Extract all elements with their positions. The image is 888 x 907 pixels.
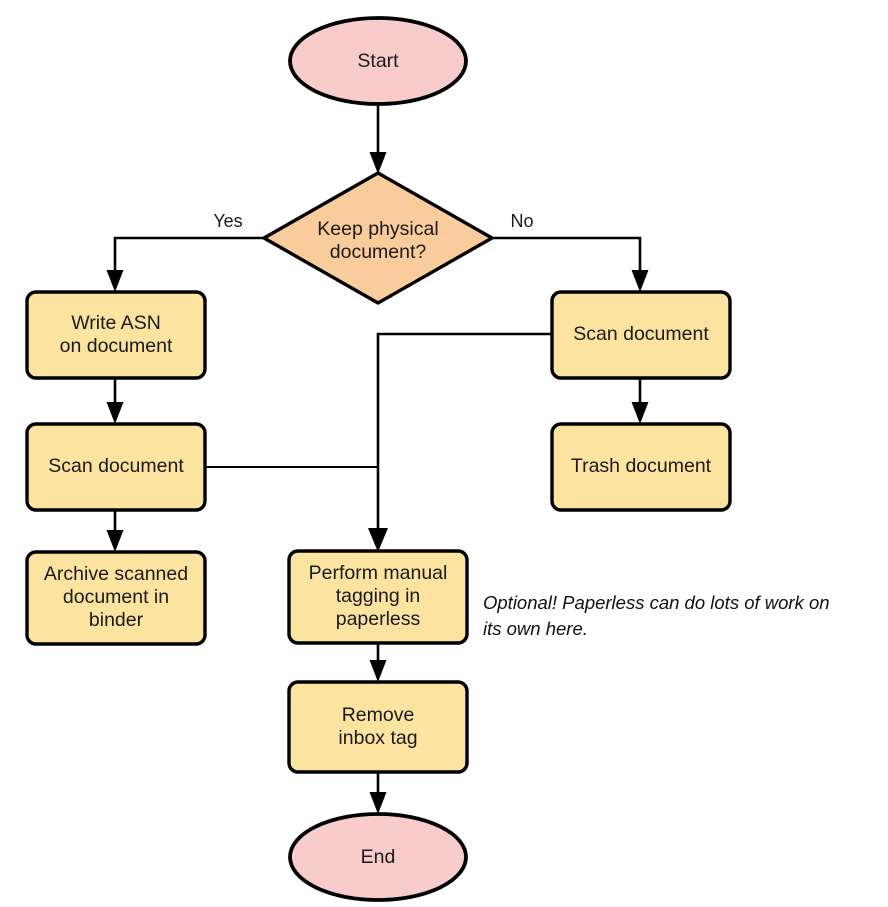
node-end-label: End bbox=[361, 846, 396, 868]
node-trash-document-label: Trash document bbox=[571, 455, 712, 477]
node-remove-inbox-tag[interactable]: Remove inbox tag bbox=[287, 680, 469, 774]
node-remove-inbox-label-line1: Remove bbox=[342, 704, 415, 726]
node-archive-label-line2: document in bbox=[63, 586, 169, 608]
node-write-asn-label-line1: Write ASN bbox=[71, 312, 161, 334]
node-start-label: Start bbox=[357, 50, 399, 72]
note-optional-paperless: Optional! Paperless can do lots of work … bbox=[483, 592, 830, 639]
edge-removeinbox-to-end bbox=[369, 772, 387, 814]
note-optional-line2: its own here. bbox=[483, 618, 588, 639]
edge-scanleft-to-archive bbox=[106, 510, 124, 552]
node-trash-document[interactable]: Trash document bbox=[550, 422, 732, 512]
edge-label-yes: Yes bbox=[213, 211, 242, 231]
edge-tagging-to-removeinbox bbox=[369, 643, 387, 682]
node-scan-document-right-label: Scan document bbox=[573, 323, 709, 345]
node-scan-document-left[interactable]: Scan document bbox=[25, 422, 207, 512]
node-remove-inbox-label-line2: inbox tag bbox=[338, 727, 417, 749]
node-tagging-label-line1: Perform manual bbox=[309, 562, 448, 584]
node-start[interactable]: Start bbox=[288, 16, 468, 106]
node-archive-scanned-document[interactable]: Archive scanned document in binder bbox=[25, 550, 207, 646]
node-decision-label-line1: Keep physical bbox=[317, 218, 438, 240]
node-end[interactable]: End bbox=[288, 812, 468, 902]
edge-label-no: No bbox=[510, 211, 533, 231]
node-scan-document-right[interactable]: Scan document bbox=[550, 290, 732, 380]
node-write-asn-label-line2: on document bbox=[60, 335, 173, 357]
node-perform-manual-tagging[interactable]: Perform manual tagging in paperless bbox=[287, 549, 469, 645]
node-decision-label-line2: document? bbox=[330, 241, 427, 263]
edge-decision-yes: Yes bbox=[106, 211, 264, 292]
edge-scanright-to-tagging bbox=[368, 332, 552, 552]
node-write-asn[interactable]: Write ASN on document bbox=[25, 290, 207, 380]
edge-decision-no: No bbox=[492, 211, 649, 292]
node-archive-label-line1: Archive scanned bbox=[44, 563, 188, 585]
node-tagging-label-line2: tagging in bbox=[336, 585, 421, 607]
edge-start-to-decision bbox=[369, 103, 387, 174]
note-optional-line1: Optional! Paperless can do lots of work … bbox=[483, 592, 830, 613]
edge-writeasn-to-scanleft bbox=[106, 378, 124, 424]
node-decision-keep-physical-document[interactable]: Keep physical document? bbox=[262, 171, 494, 305]
node-tagging-label-line3: paperless bbox=[336, 608, 421, 630]
node-archive-label-line3: binder bbox=[89, 609, 144, 631]
node-scan-document-left-label: Scan document bbox=[48, 455, 184, 477]
edge-scanright-to-trash bbox=[631, 378, 649, 424]
